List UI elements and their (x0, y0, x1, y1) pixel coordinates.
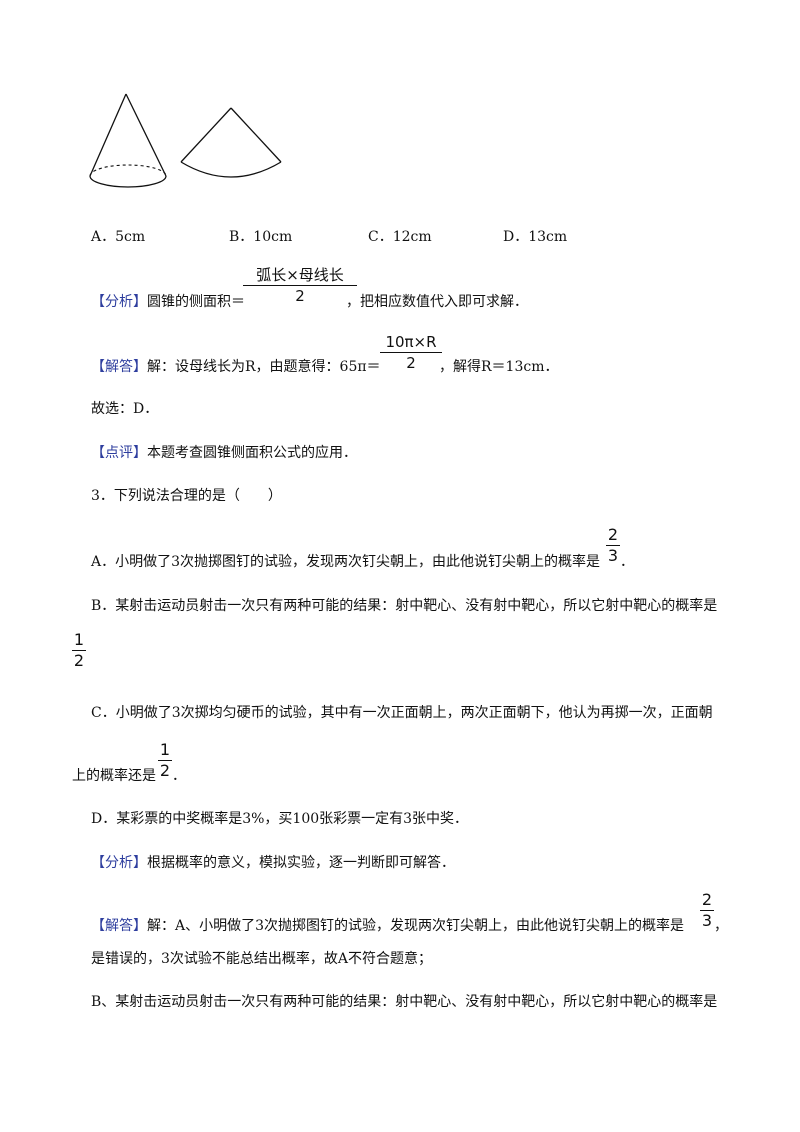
option-c: C．12cm (368, 229, 432, 245)
solution-tag: 【解答】 (91, 918, 147, 934)
fraction-denominator: 2 (295, 287, 305, 305)
review-tag: 【点评】 (91, 445, 147, 461)
question-3-stem: 3．下列说法合理的是（ ） (91, 488, 282, 504)
solution-text-end: ，解得R＝13cm． (439, 359, 559, 375)
q3-option-a: A．小明做了3次抛掷图钉的试验，发现两次钉尖朝上，由此他说钉尖朝上的概率是 (91, 554, 601, 570)
solution-text: 解：A、小明做了3次抛掷图钉的试验，发现两次钉尖朝上，由此他说钉尖朝上的概率是 (147, 918, 685, 934)
analysis-text: 圆锥的侧面积＝ (147, 294, 245, 310)
q3-option-b-fraction: 1 2 (72, 630, 86, 670)
q3-option-d: D．某彩票的中奖概率是3%，买100张彩票一定有3张中奖． (91, 811, 469, 827)
q3-solution-line3: B、某射击运动员射击一次只有两种可能的结果：射中靶心、没有射中靶心，所以它射中靶… (91, 994, 718, 1010)
q3-solution-line2: 是错误的，3次试验不能总结出概率，故A不符合题意； (91, 951, 433, 967)
solution-tag: 【解答】 (91, 359, 147, 375)
q3-option-c-end: ． (172, 768, 186, 784)
q3-solution-end: ， (714, 918, 728, 934)
q3-option-c-line1: C．小明做了3次掷均匀硬币的试验，其中有一次正面朝上，两次正面朝下，他认为再掷一… (91, 705, 713, 721)
analysis-tag: 【分析】 (91, 855, 147, 871)
analysis-text-end: ，把相应数值代入即可求解． (346, 294, 528, 310)
review-line: 【点评】本题考查圆锥侧面积公式的应用． (91, 444, 357, 462)
choice-line: 故选：D． (91, 401, 159, 417)
analysis-tag: 【分析】 (91, 294, 147, 310)
fraction-denominator: 2 (406, 354, 416, 372)
q3-analysis-line: 【分析】根据概率的意义，模拟实验，逐一判断即可解答． (91, 854, 455, 872)
solution-fraction: 10π×R 2 (380, 333, 442, 372)
analysis-text: 根据概率的意义，模拟实验，逐一判断即可解答． (147, 855, 455, 871)
q3-solution-fraction: 2 3 (700, 890, 714, 930)
analysis-line: 【分析】圆锥的侧面积＝ (91, 293, 245, 311)
fraction-numerator: 弧长×母线长 (256, 266, 344, 284)
option-a: A．5cm (91, 229, 146, 245)
option-d: D．13cm (503, 229, 568, 245)
fraction-numerator: 10π×R (385, 333, 437, 351)
q3-option-a-end: ． (620, 554, 634, 570)
q3-solution-line1: 【解答】解：A、小明做了3次抛掷图钉的试验，发现两次钉尖朝上，由此他说钉尖朝上的… (91, 917, 684, 935)
q3-option-b: B．某射击运动员射击一次只有两种可能的结果：射中靶心、没有射中靶心，所以它射中靶… (91, 598, 718, 614)
review-text: 本题考查圆锥侧面积公式的应用． (147, 445, 357, 461)
lateral-area-fraction: 弧长×母线长 2 (243, 266, 357, 305)
solution-line: 【解答】解：设母线长为R，由题意得：65π＝ (91, 358, 381, 376)
q3-option-c-fraction: 1 2 (158, 740, 172, 780)
q3-option-c-line2: 上的概率还是 (72, 768, 156, 784)
option-b: B．10cm (229, 229, 293, 245)
sector-figure (180, 107, 282, 178)
cone-figure (89, 93, 167, 188)
solution-text: 解：设母线长为R，由题意得：65π＝ (147, 359, 381, 375)
q3-option-a-fraction: 2 3 (606, 525, 620, 565)
